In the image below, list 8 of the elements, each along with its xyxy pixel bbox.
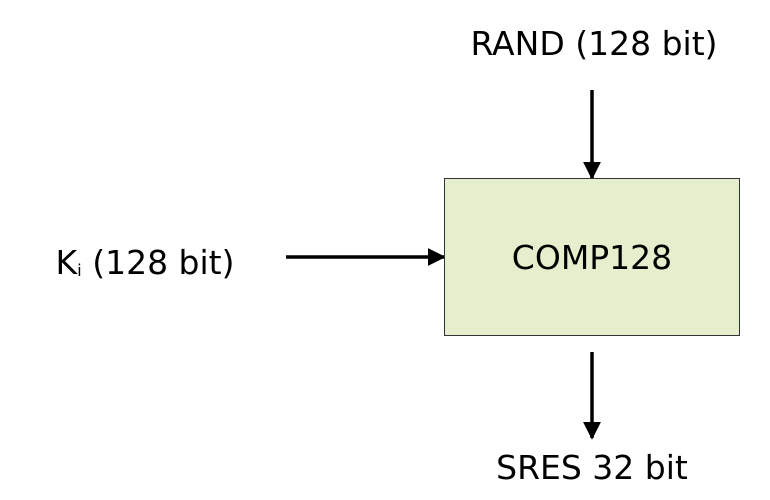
input-label: K$_{i}$ (128 bit): [4, 232, 286, 292]
input-label: SRES 32 bit: [404, 438, 770, 496]
arrow: [286, 248, 446, 266]
box-label: COMP128: [512, 238, 672, 276]
arrow: [583, 352, 601, 440]
input-label: RAND (128 bit): [398, 12, 770, 74]
arrow: [583, 90, 601, 180]
process-box: [444, 178, 740, 336]
